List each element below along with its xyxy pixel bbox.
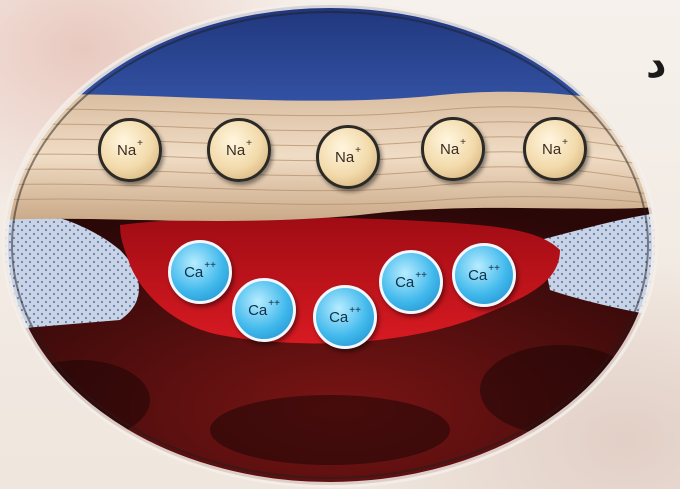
ion-charge: ++: [349, 305, 361, 316]
ion-symbol: Ca: [248, 302, 267, 319]
ion-charge: +: [460, 137, 466, 148]
ion-symbol: Na: [117, 142, 136, 159]
calcium-ion: Ca++: [313, 285, 377, 349]
ion-symbol: Na: [542, 141, 561, 158]
sodium-ion: Na+: [421, 117, 485, 181]
calcium-ion: Ca++: [452, 243, 516, 307]
ion-symbol: Ca: [395, 274, 414, 291]
ion-charge: ++: [268, 298, 280, 309]
corner-glyph: د: [646, 44, 667, 84]
sodium-ion: Na+: [316, 125, 380, 189]
sodium-ion: Na+: [207, 118, 271, 182]
ion-symbol: Na: [335, 149, 354, 166]
sodium-ion: Na+: [98, 118, 162, 182]
ion-charge: +: [355, 145, 361, 156]
calcium-ion: Ca++: [379, 250, 443, 314]
ion-symbol: Ca: [329, 309, 348, 326]
ion-symbol: Na: [440, 141, 459, 158]
ion-charge: ++: [488, 263, 500, 274]
ion-symbol: Ca: [184, 264, 203, 281]
ion-symbol: Na: [226, 142, 245, 159]
ion-charge: ++: [415, 270, 427, 281]
calcium-ion: Ca++: [168, 240, 232, 304]
ion-charge: +: [246, 138, 252, 149]
sodium-ion: Na+: [523, 117, 587, 181]
calcium-ion: Ca++: [232, 278, 296, 342]
ion-charge: ++: [204, 260, 216, 271]
ion-charge: +: [562, 137, 568, 148]
ion-charge: +: [137, 138, 143, 149]
ion-symbol: Ca: [468, 267, 487, 284]
